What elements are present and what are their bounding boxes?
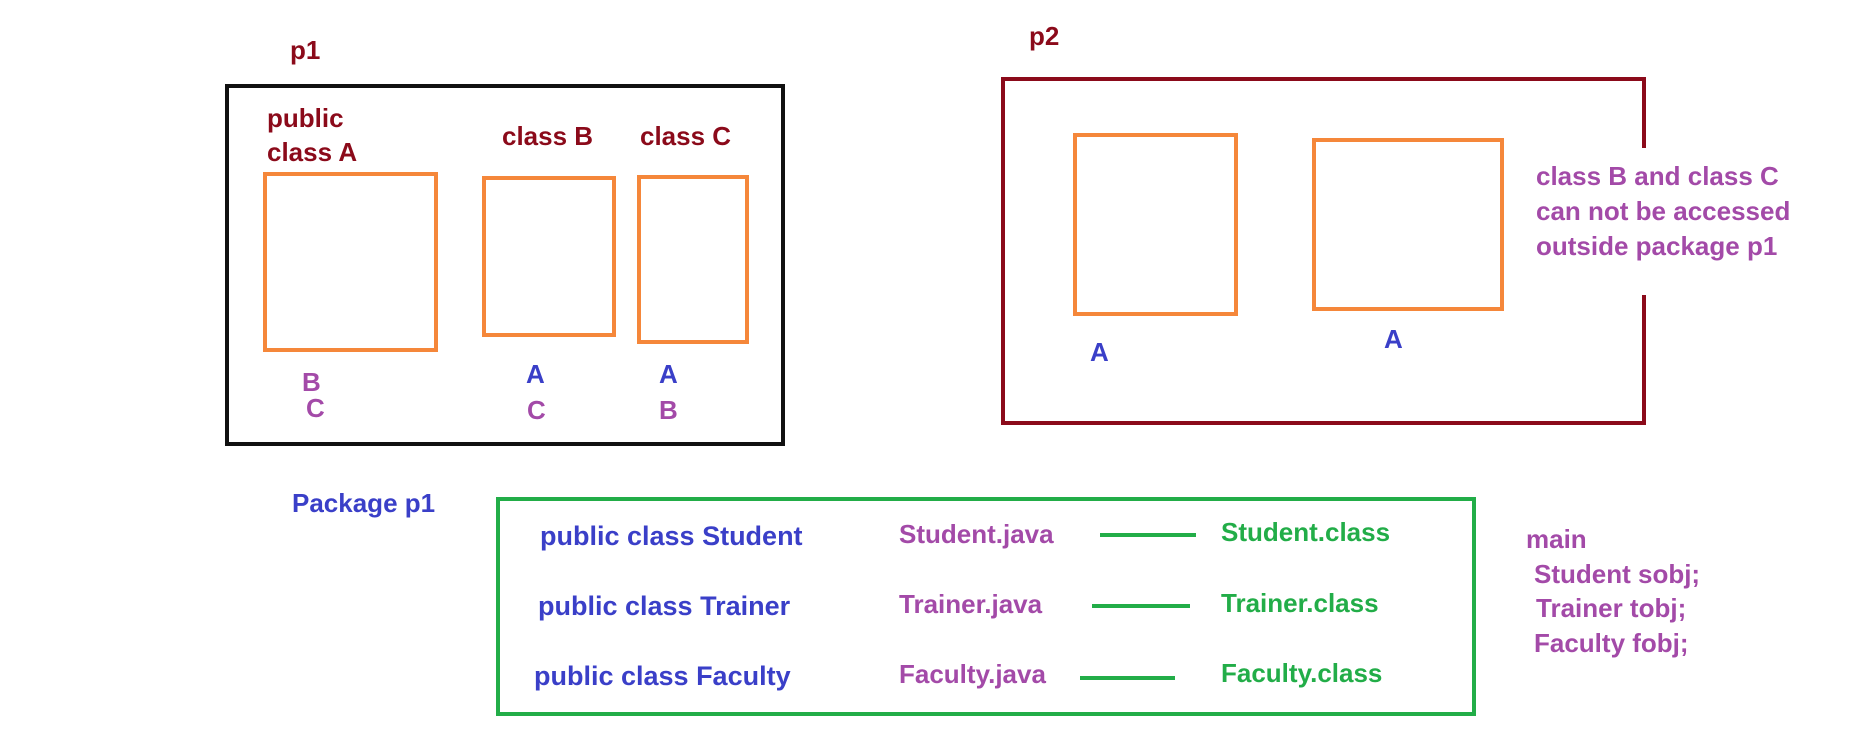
p2-class-box-2-access: A [1384, 324, 1403, 354]
class-a-label-line1: public [267, 103, 344, 133]
package-p2-right-edge-upper [1642, 77, 1646, 148]
class-b-access-a: A [526, 359, 545, 389]
class-a-access-b: B [302, 367, 321, 397]
class-c-access-b: B [659, 395, 678, 425]
class-c-access-a: A [659, 359, 678, 389]
main-title: main [1526, 524, 1587, 554]
p2-note-line3: outside package p1 [1536, 231, 1778, 261]
source-trainer: Trainer.java [899, 589, 1043, 619]
package-section-label: Package p1 [292, 488, 436, 518]
compile-line-student [1100, 533, 1196, 537]
class-c-box [637, 175, 749, 344]
main-line-student: Student sobj; [1534, 559, 1701, 589]
package-p2-container [1001, 77, 1646, 425]
p2-note-line1: class B and class C [1536, 161, 1779, 191]
package-p1-container [225, 84, 785, 446]
declaration-trainer: public class Trainer [538, 591, 791, 621]
compile-line-faculty [1080, 676, 1175, 680]
p2-class-box-1 [1073, 133, 1238, 316]
class-b-label: class B [502, 121, 594, 151]
main-line-faculty: Faculty fobj; [1534, 628, 1689, 658]
p2-class-box-2 [1312, 138, 1504, 311]
p2-class-box-1-access: A [1090, 337, 1109, 367]
main-line-trainer: Trainer tobj; [1536, 593, 1687, 623]
class-c-label: class C [640, 121, 732, 151]
class-a-label-line2: class A [267, 137, 358, 167]
declaration-faculty: public class Faculty [534, 661, 791, 691]
package-p2-right-edge-lower [1642, 295, 1646, 425]
class-b-access-c: C [527, 395, 546, 425]
compiled-student: Student.class [1221, 517, 1391, 547]
class-a-box [263, 172, 438, 352]
source-student: Student.java [899, 519, 1054, 549]
package-p2-label: p2 [1029, 21, 1060, 51]
compiled-faculty: Faculty.class [1221, 658, 1383, 688]
compile-line-trainer [1092, 604, 1190, 608]
class-a-access-c: C [306, 393, 325, 423]
package-files-box [496, 497, 1476, 716]
class-b-box [482, 176, 616, 337]
package-p1-label: p1 [290, 35, 321, 65]
source-faculty: Faculty.java [899, 659, 1046, 689]
compiled-trainer: Trainer.class [1221, 588, 1379, 618]
declaration-student: public class Student [540, 521, 803, 551]
p2-note-line2: can not be accessed [1536, 196, 1791, 226]
